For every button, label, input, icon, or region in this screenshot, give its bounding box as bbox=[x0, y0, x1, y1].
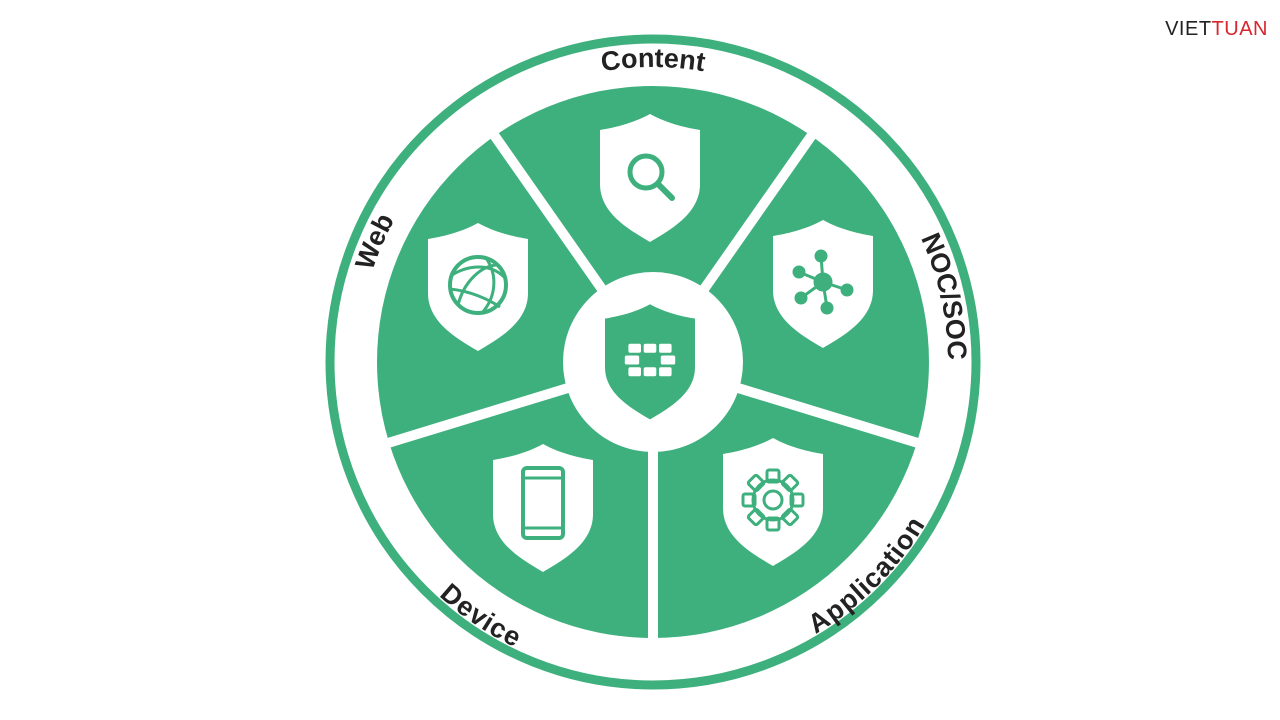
gear-tooth bbox=[746, 473, 766, 493]
gear-tooth bbox=[765, 468, 781, 484]
gear-tooth bbox=[746, 507, 766, 527]
globe-shield-icon bbox=[428, 223, 528, 351]
fortinet-logo-shield-icon bbox=[605, 304, 695, 420]
logo-text-viet: VIET bbox=[1165, 18, 1212, 40]
gear-tooth bbox=[780, 507, 800, 527]
gear-tooth bbox=[780, 473, 800, 493]
gear-shield-icon bbox=[723, 438, 823, 566]
segment-label-content: Content bbox=[599, 43, 707, 77]
gear-tooth bbox=[741, 492, 757, 508]
search-shield-icon bbox=[600, 114, 700, 242]
network-shield-icon bbox=[773, 220, 873, 348]
logo-text-tuan: TUAN bbox=[1211, 18, 1268, 40]
viettuan-logo: VIET TUAN bbox=[1165, 18, 1268, 41]
mobile-device-shield-icon bbox=[493, 444, 593, 572]
gear-tooth bbox=[789, 492, 805, 508]
outer-ring bbox=[325, 34, 981, 690]
gear-tooth bbox=[765, 516, 781, 532]
